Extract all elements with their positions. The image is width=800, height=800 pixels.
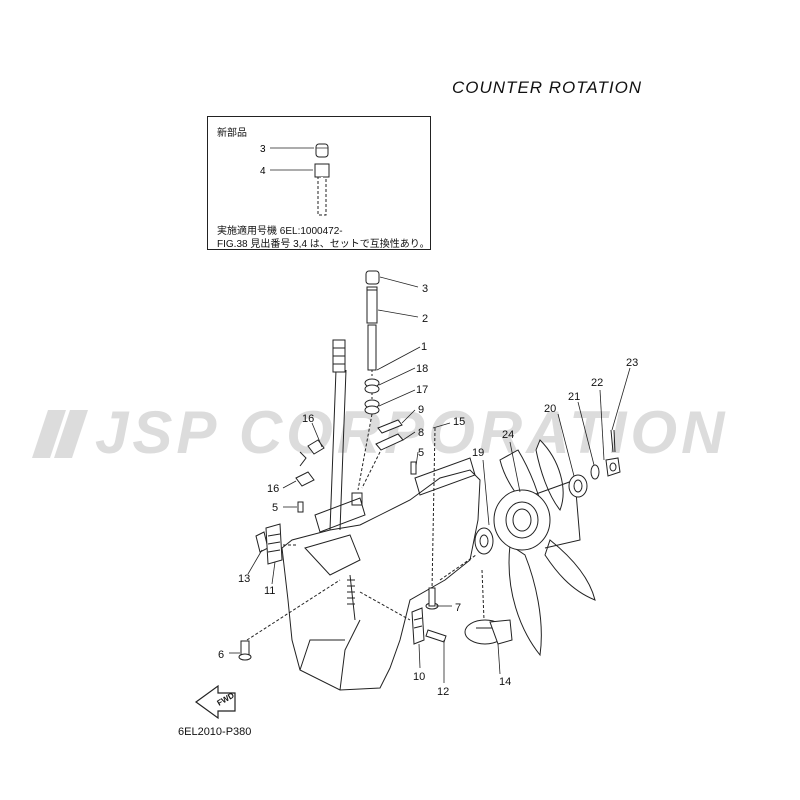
inset-part-4-bushing <box>314 163 330 216</box>
part-21-washer <box>590 464 600 480</box>
callout-5-lower: 5 <box>272 502 278 514</box>
part-1-rod <box>367 324 377 371</box>
callout-16-upper: 16 <box>302 413 314 425</box>
part-11-anode <box>265 523 283 565</box>
leader-lines <box>229 276 631 683</box>
part-10-anode <box>411 607 425 645</box>
part-23-cotter-pin <box>610 429 616 453</box>
callout-3: 3 <box>422 283 428 295</box>
part-17-seal <box>364 399 380 415</box>
callout-19: 19 <box>472 447 484 459</box>
callout-labels: 3 2 1 18 17 9 8 15 5 16 16 5 19 24 20 21… <box>218 283 638 698</box>
watermark-text: JSP CORPORATION <box>95 399 729 466</box>
casing-vent-grille <box>347 579 355 605</box>
part-5-pin-upper <box>410 461 417 475</box>
callout-22: 22 <box>591 377 603 389</box>
drawing-code: 6EL2010-P380 <box>178 726 252 738</box>
part-24-propeller <box>493 439 596 657</box>
part-22-nut <box>605 457 621 477</box>
part-18-washer <box>364 378 380 394</box>
callout-1: 1 <box>421 341 427 353</box>
callout-24: 24 <box>502 429 514 441</box>
callout-16-lower: 16 <box>267 483 279 495</box>
callout-20: 20 <box>544 403 556 415</box>
callout-17: 17 <box>416 384 428 396</box>
part-12-bolt <box>425 629 447 643</box>
part-6-bolt <box>238 640 252 661</box>
inset-note-line2: FIG.38 見出番号 3,4 は、セットで互換性あり。 <box>217 239 430 250</box>
drive-shaft <box>329 339 347 531</box>
part-3-nut <box>365 270 380 285</box>
inset-callout-4: 4 <box>260 166 266 177</box>
callout-11: 11 <box>264 585 275 597</box>
inset-note-line1: 実施適用号機 6EL:1000472- <box>217 226 343 237</box>
callout-18: 18 <box>416 363 428 375</box>
callout-9: 9 <box>418 404 424 416</box>
watermark-logo <box>32 410 88 458</box>
callout-14: 14 <box>499 676 511 688</box>
part-19-thrust-washer <box>474 527 494 555</box>
lower-casing <box>281 457 481 691</box>
callout-5-upper: 5 <box>418 447 424 459</box>
callout-23: 23 <box>626 357 638 369</box>
callout-8: 8 <box>418 427 424 439</box>
part-14-trim-tab <box>464 619 513 645</box>
part-9-grommet <box>377 419 403 434</box>
new-parts-inset: 新部品 3 4 実施適用号機 6EL:1000472- FIG.38 見出番号 … <box>207 116 431 250</box>
page-title: COUNTER ROTATION <box>452 78 643 97</box>
callout-15: 15 <box>453 416 465 428</box>
callout-21: 21 <box>568 391 580 403</box>
part-5-pin-lower <box>297 501 304 513</box>
inset-drawing: 3 4 <box>260 143 330 216</box>
part-16-clip-lower <box>295 471 315 487</box>
inset-heading: 新部品 <box>217 128 247 139</box>
inset-callout-3: 3 <box>260 144 266 155</box>
callout-6: 6 <box>218 649 224 661</box>
part-16-clip-upper <box>299 439 325 467</box>
callout-7: 7 <box>455 602 461 614</box>
part-20-spacer <box>568 474 588 498</box>
fwd-arrow-icon <box>194 684 236 720</box>
callout-13: 13 <box>238 573 250 585</box>
part-2-tube <box>366 286 378 324</box>
part-8-grommet <box>375 433 404 451</box>
inset-part-3-nut <box>315 143 329 158</box>
callout-2: 2 <box>422 313 428 325</box>
callout-12: 12 <box>437 686 449 698</box>
callout-10: 10 <box>413 671 425 683</box>
